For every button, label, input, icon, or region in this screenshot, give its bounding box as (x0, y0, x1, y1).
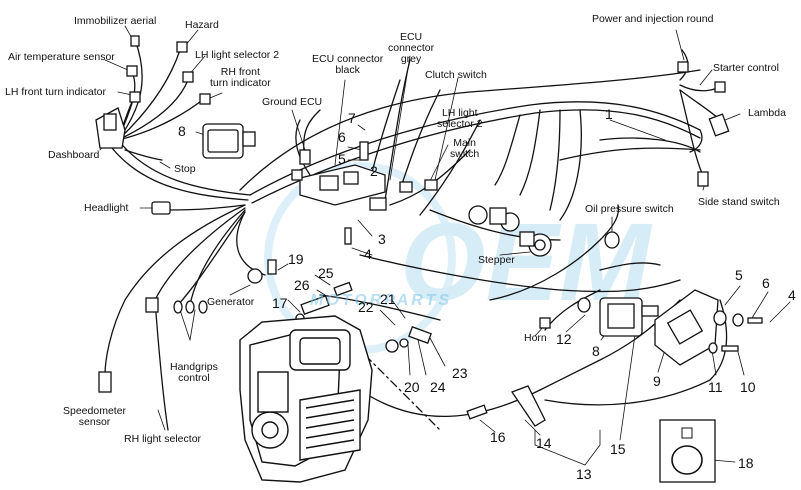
relay-8-left (202, 123, 256, 159)
callout-4-left: 4 (364, 246, 372, 262)
callout-11: 11 (708, 379, 723, 395)
oil-pressure-sensor (604, 231, 620, 249)
label-immobilizer-aerial: Immobilizer aerial (74, 15, 157, 27)
washer-6 (732, 313, 744, 327)
label-hazard: Hazard (185, 19, 219, 31)
callout-23: 23 (452, 365, 468, 381)
label-oil-pressure-switch: Oil pressure switch (585, 203, 674, 215)
coil-8-right (599, 297, 659, 337)
label-handgrips-control: Handgrips control (170, 361, 218, 385)
callout-5-right: 5 (735, 267, 743, 283)
washer-12 (577, 297, 591, 313)
front-harness (111, 39, 251, 201)
bolt-4 (747, 317, 763, 324)
callout-13: 13 (576, 466, 592, 482)
small-connectors (126, 35, 726, 245)
label-main-switch: Main switch (450, 137, 480, 161)
handgrips-connectors (173, 300, 208, 314)
callout-22: 22 (358, 299, 374, 315)
callout-10: 10 (740, 379, 756, 395)
right-branches (359, 49, 726, 331)
lower-branches (104, 204, 266, 431)
callout-9: 9 (653, 373, 661, 389)
label-speedometer-sensor: Speedometer sensor (63, 405, 127, 429)
callout-16: 16 (490, 429, 506, 445)
speedometer-sensor-part (98, 371, 112, 393)
leader-lines (99, 25, 791, 466)
label-headlight: Headlight (84, 202, 129, 214)
callout-25: 25 (318, 265, 334, 281)
callout-2: 2 (370, 163, 378, 179)
label-lambda: Lambda (748, 107, 786, 119)
callout-15: 15 (610, 441, 626, 457)
dashboard-unit (95, 107, 126, 149)
spark-plug-16 (466, 404, 488, 420)
lambda-connector (708, 113, 730, 137)
callout-12: 12 (556, 331, 572, 347)
label-ecu-connector-grey: ECU connector grey (388, 31, 435, 66)
callout-4-right: 4 (788, 287, 796, 303)
callout-5-left: 5 (338, 151, 346, 167)
callout-24: 24 (430, 379, 446, 395)
label-ground-ecu: Ground ECU (262, 96, 323, 108)
callout-6-left: 6 (338, 129, 346, 145)
callout-6-right: 6 (762, 275, 770, 291)
callout-8-left: 8 (178, 123, 186, 139)
sensor-20-24 (385, 326, 432, 353)
label-rh-front-turn-indicator: RH front turn indicator (210, 66, 271, 90)
callout-21: 21 (380, 291, 396, 307)
label-lh-light-selector-2-mid: LH light selector 2 (437, 107, 483, 131)
label-clutch-switch: Clutch switch (425, 69, 487, 81)
callout-7: 7 (348, 110, 356, 126)
label-power-and-injection-round: Power and injection round (592, 13, 714, 25)
callout-26: 26 (294, 277, 310, 293)
label-lh-light-selector-2-top: LH light selector 2 (195, 49, 280, 61)
horn-connector (539, 317, 551, 329)
label-starter-control: Starter control (713, 62, 779, 74)
rh-light-selector-part (145, 297, 159, 313)
callout-3: 3 (378, 231, 386, 247)
spacer-5 (713, 310, 727, 326)
callout-20: 20 (404, 379, 420, 395)
label-air-temperature-sensor: Air temperature sensor (8, 51, 115, 63)
callout-18: 18 (738, 455, 754, 471)
label-stepper: Stepper (478, 254, 515, 266)
generator-connector (247, 259, 277, 284)
label-rh-light-selector: RH light selector (124, 433, 202, 445)
callout-19: 19 (288, 251, 304, 267)
label-generator: Generator (207, 296, 255, 308)
ecu-unit (299, 164, 386, 206)
side-stand-connector (697, 171, 709, 187)
throttle-bodies (468, 205, 552, 257)
callout-14: 14 (536, 435, 552, 451)
headlight-connector (151, 201, 171, 215)
label-side-stand-switch: Side stand switch (698, 196, 780, 208)
clip-18-inset (659, 419, 716, 483)
label-lh-front-turn-indicator: LH front turn indicator (5, 86, 106, 98)
callout-1: 1 (605, 106, 613, 122)
label-horn: Horn (524, 332, 547, 344)
label-dashboard: Dashboard (48, 149, 100, 161)
washer-11 (708, 342, 718, 354)
watermark-text: MOTORPARTS (310, 292, 453, 309)
label-ecu-connector-black: ECU connector black (312, 53, 384, 77)
main-harness (239, 69, 703, 204)
callout-17: 17 (272, 295, 288, 311)
label-stop: Stop (174, 163, 196, 175)
engine-block (239, 315, 373, 483)
plug-cap-14 (510, 385, 546, 427)
callout-8-right: 8 (592, 343, 600, 359)
bolt-10 (721, 345, 739, 352)
coil-bracket-9 (654, 289, 719, 366)
